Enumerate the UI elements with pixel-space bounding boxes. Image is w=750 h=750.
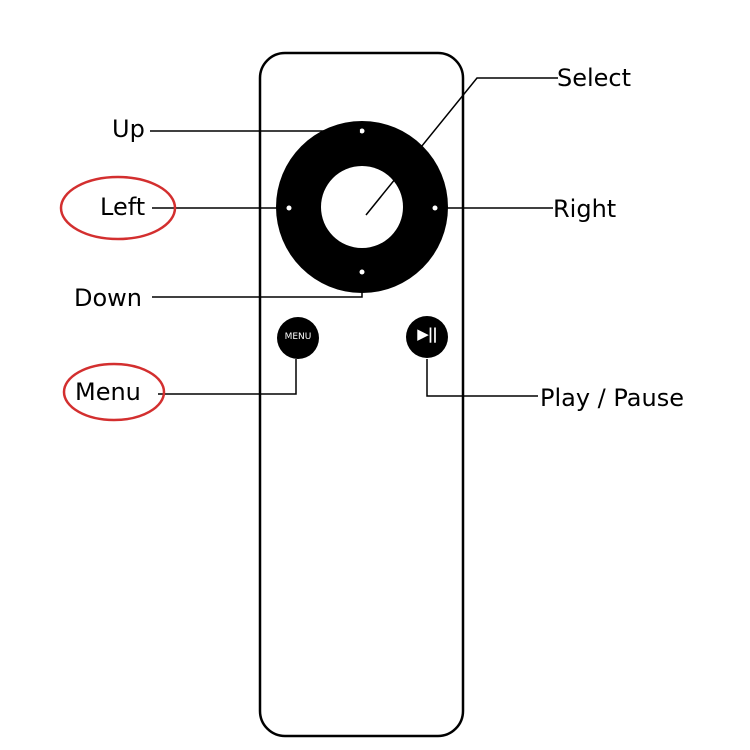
select-button: [321, 166, 403, 248]
play-pause-label: Play / Pause: [540, 384, 684, 412]
left-highlight-circle: [59, 175, 177, 241]
select-label: Select: [557, 64, 632, 92]
up-label: Up: [112, 115, 145, 143]
left-dot-icon: [286, 205, 292, 211]
menu-highlight-circle: [62, 362, 166, 422]
right-dot-icon: [432, 205, 438, 211]
select-leader-line: [365, 77, 558, 216]
right-label: Right: [553, 195, 617, 223]
play-pause-button: [406, 316, 448, 358]
menu-button-text: MENU: [284, 332, 312, 342]
down-dot-icon: [359, 269, 365, 275]
menu-label: Menu: [75, 378, 141, 406]
down-leader-line: [152, 276, 363, 298]
play-leader-line: [426, 359, 538, 397]
menu-button: [277, 317, 319, 359]
left-label: Left: [100, 193, 146, 221]
up-dot-icon: [359, 128, 365, 134]
menu-leader-line: [158, 359, 297, 395]
play-pause-icon: ▶||: [417, 325, 438, 343]
down-label: Down: [74, 284, 143, 312]
